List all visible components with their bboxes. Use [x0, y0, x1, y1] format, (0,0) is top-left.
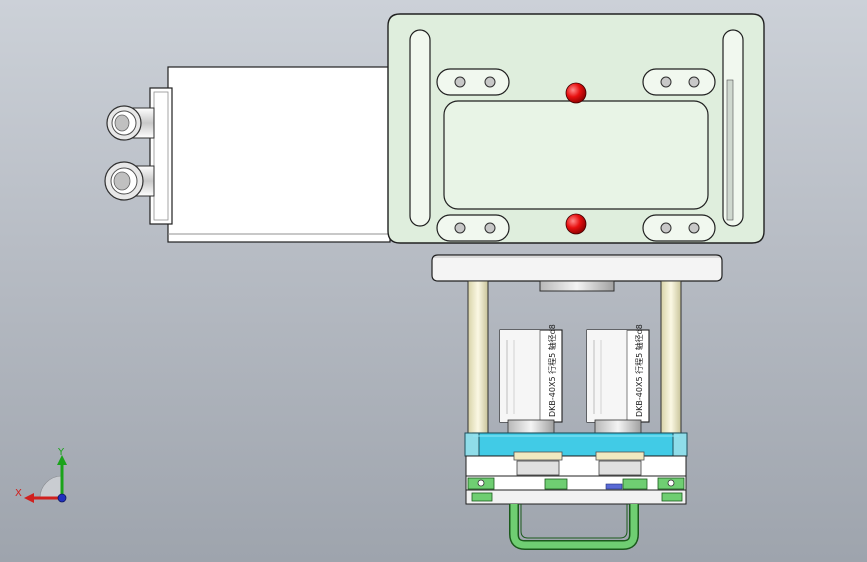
- horizontal-slot-top-right: [642, 68, 716, 96]
- cylinder-base-block: [464, 432, 688, 457]
- mounting-plate: [387, 13, 765, 244]
- cylinder-left-label: DKB-40X5 行程5 轴径d8: [547, 324, 557, 417]
- motor-body: [167, 66, 391, 243]
- end-cap: [149, 87, 173, 225]
- x-axis-label: X: [15, 488, 22, 499]
- z-axis-dot: [57, 493, 67, 503]
- horizontal-slot-bottom-left: [436, 214, 510, 242]
- cylinder-right-label: DKB-40X5 行程5 轴径d8: [634, 324, 644, 417]
- air-fitting-upper: [106, 105, 155, 141]
- center-window: [443, 100, 709, 210]
- locating-pin-bottom: [565, 213, 587, 235]
- locating-pin-top: [565, 82, 587, 104]
- cylinder-left: DKB-40X5 行程5 轴径d8: [499, 324, 563, 435]
- guide-rod-left: [467, 280, 489, 434]
- horizontal-slot-bottom-right: [642, 214, 716, 242]
- handle[interactable]: [509, 504, 639, 550]
- horizontal-slot-top-left: [436, 68, 510, 96]
- air-fitting-lower: [104, 161, 155, 201]
- flange-plate: [431, 254, 723, 292]
- y-axis-label: Y: [57, 447, 65, 458]
- coordinate-triad: Y X: [15, 447, 67, 503]
- guide-rod-right: [660, 280, 682, 434]
- jaw-assembly: [465, 451, 687, 505]
- cylinder-right: DKB-40X5 行程5 轴径d8: [586, 324, 650, 435]
- vertical-slot-left: [409, 29, 431, 227]
